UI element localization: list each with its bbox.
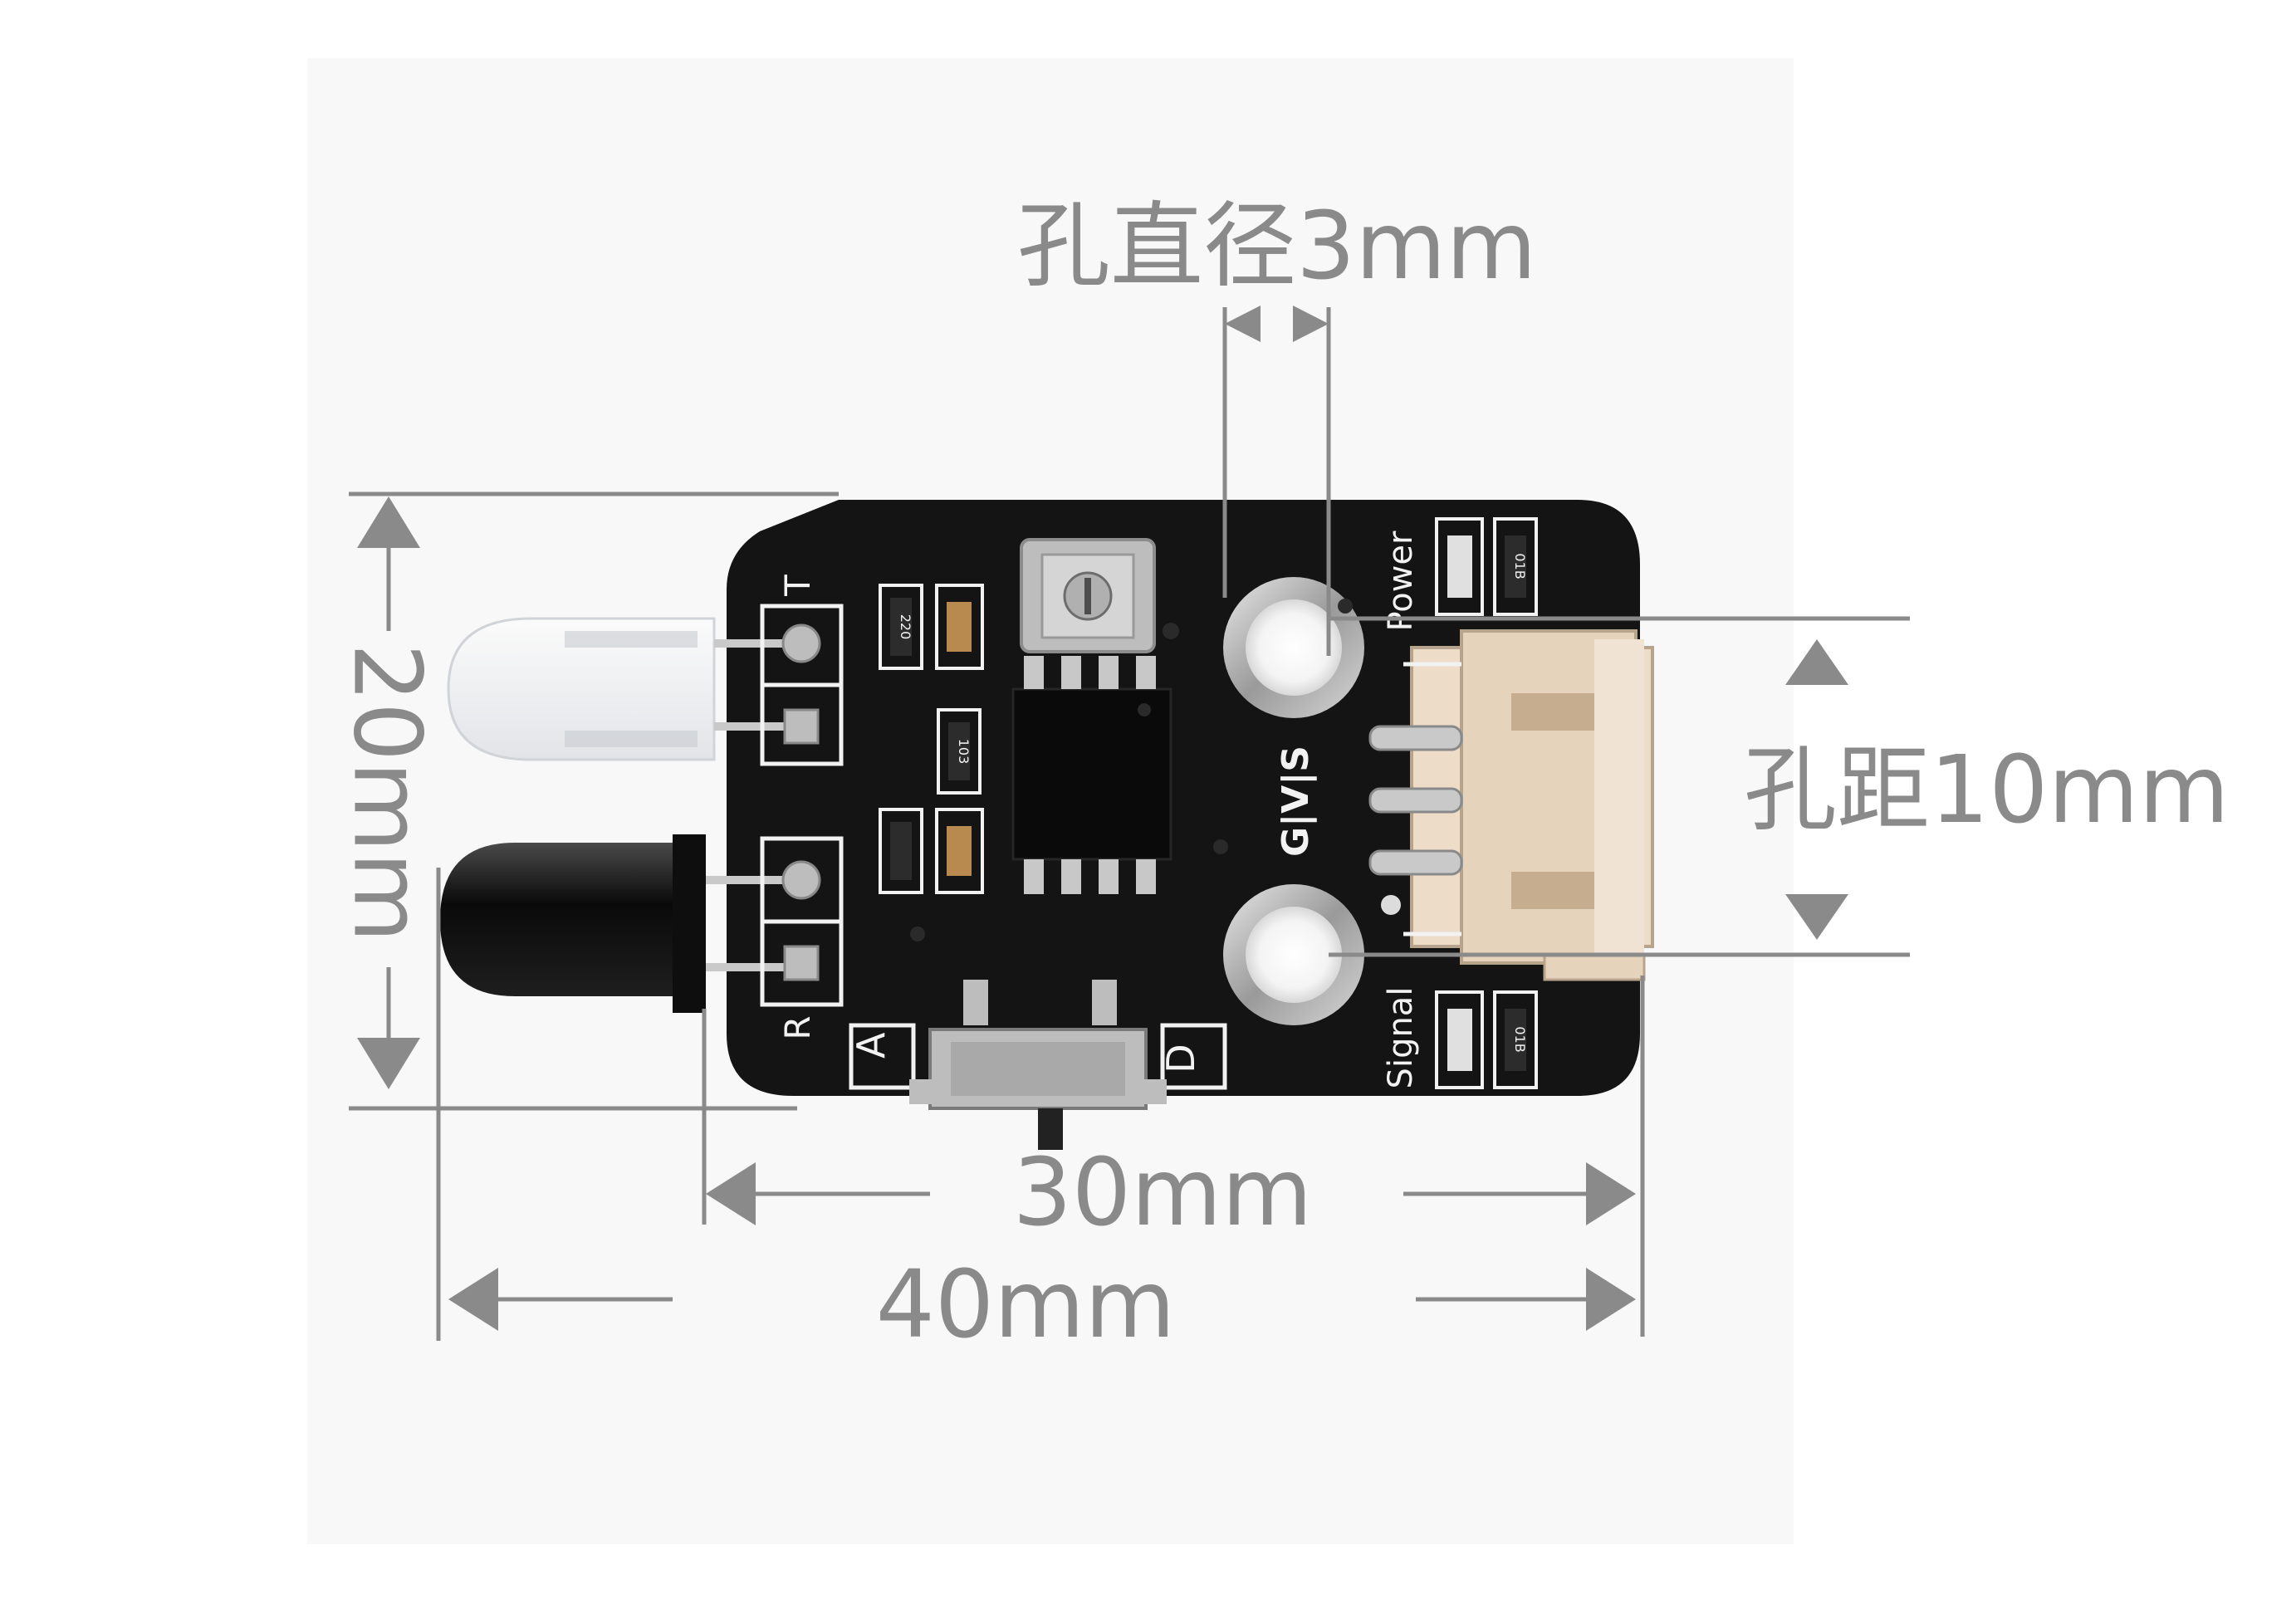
silk-cap-code: 220: [898, 614, 913, 640]
comparator-ic: [1011, 656, 1172, 894]
silk-label-t: T: [777, 575, 818, 597]
label-board-width: 30mm: [1013, 1139, 1313, 1247]
pcb-vias: [910, 599, 1401, 941]
silk-digital: D: [1158, 1044, 1203, 1073]
ir-led-transmitter: [447, 617, 801, 761]
mode-switch: [849, 980, 1227, 1150]
signal-led: [1435, 990, 1538, 1089]
dimension-arrowheads: [357, 306, 1848, 1331]
label-height: 20mm: [332, 643, 440, 943]
label-hole-spacing: 孔距10mm: [1744, 736, 2230, 844]
silk-header-pins: G|V|S: [1275, 746, 1317, 857]
silk-analog: A: [849, 1032, 893, 1059]
silk-resistor-power: 01B: [1512, 553, 1528, 579]
label-total-width: 40mm: [876, 1251, 1176, 1359]
silk-label-r: R: [777, 1015, 818, 1039]
jst-connector: [1368, 629, 1654, 981]
dimension-lines: [349, 307, 1910, 1341]
silk-resistor-code: 103: [956, 739, 972, 765]
silk-resistor-signal: 01B: [1512, 1026, 1528, 1052]
led-pin-pads: [760, 604, 844, 1007]
smd-components-left: [879, 584, 984, 894]
mounting-hole-bottom: [1223, 884, 1364, 1025]
silk-signal: Signal: [1382, 987, 1420, 1089]
label-hole-diameter: 孔直径3mm: [1017, 193, 1536, 301]
mounting-hole-top: [1223, 577, 1364, 718]
silk-power: Power: [1382, 531, 1420, 631]
ir-receiver: [440, 834, 801, 1013]
potentiometer: [1020, 538, 1156, 653]
led-solder-joints: [781, 623, 821, 981]
power-led: [1435, 517, 1538, 616]
